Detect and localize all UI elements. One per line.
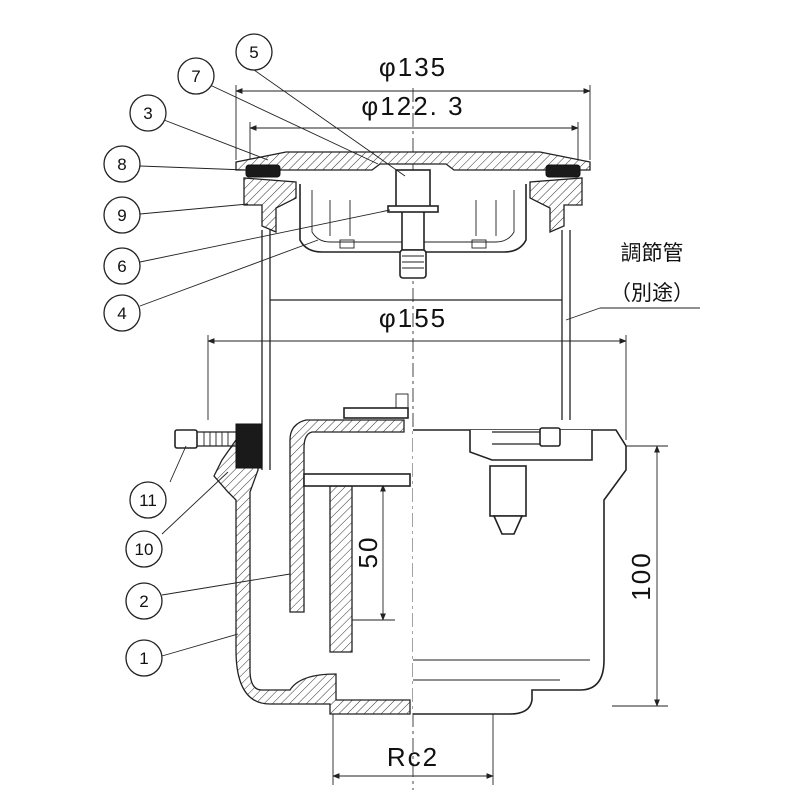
svg-text:10: 10 [135,540,154,559]
svg-text:9: 9 [117,206,126,225]
gasket-right [545,164,581,178]
dim-phi155-label: φ155 [379,303,447,333]
dim-phi135-label: φ135 [379,52,447,82]
svg-text:7: 7 [191,67,200,86]
callout-1: 1 [125,639,163,677]
callout-3: 3 [129,94,167,132]
drain-body [174,393,627,715]
dim-height50-label: 50 [353,536,383,569]
callout-7: 7 [177,57,215,95]
callout-leaders [139,69,406,657]
callout-4: 4 [103,294,141,332]
callout-11: 11 [129,481,167,519]
gasket-left [245,164,281,178]
svg-text:11: 11 [139,491,157,510]
callout-10: 10 [125,530,163,568]
svg-text:3: 3 [143,104,152,123]
svg-text:1: 1 [139,649,148,668]
pipe-label-line1: 調節管 [621,241,684,265]
svg-text:5: 5 [249,43,258,62]
callouts: 5 7 3 8 9 6 4 11 [103,33,273,677]
adjustment-pipe-label: 調節管 （別途） [565,241,700,321]
svg-text:2: 2 [139,592,148,611]
dim-phi122-label: φ122. 3 [361,91,464,121]
dim-height100-label: 100 [626,551,656,600]
callout-6: 6 [103,247,141,285]
adjustment-pipe [261,230,571,470]
svg-text:4: 4 [117,304,126,323]
callout-2: 2 [125,582,163,620]
callout-5: 5 [235,33,273,71]
dimension-labels: φ135 φ122. 3 φ155 50 100 Rc2 [353,52,656,772]
grate-assembly [235,151,591,279]
svg-text:6: 6 [117,257,126,276]
callout-9: 9 [103,196,141,234]
callout-8: 8 [103,145,141,183]
svg-text:8: 8 [117,155,126,174]
pipe-label-line2: （別途） [610,281,694,305]
dim-rc2-label: Rc2 [387,742,439,772]
